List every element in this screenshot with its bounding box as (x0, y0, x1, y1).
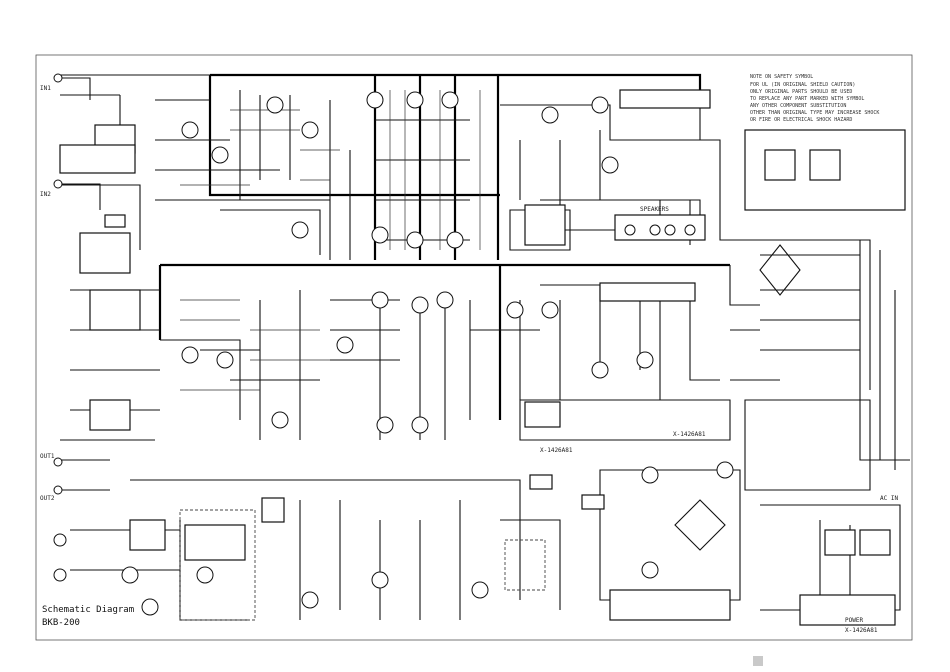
board-label: X-1426A81 (673, 431, 706, 438)
safety-note-line: ANY OTHER COMPONENT SUBSTITUTION (750, 103, 846, 109)
power-label: POWER (845, 617, 863, 624)
schematic-title: Schematic Diagram (42, 605, 134, 615)
safety-note-line: FOR UL (IN ORIGINAL SHIELD CAUTION) (750, 82, 855, 88)
input-section (53, 73, 136, 274)
channel-b-circuit (60, 263, 780, 441)
model-label: BKB-200 (42, 618, 80, 628)
output-2-label: OUT2 (40, 495, 55, 502)
safety-note-header: NOTE ON SAFETY SYMBOL (750, 74, 813, 80)
power-supply (599, 129, 910, 626)
ac-in-label: AC IN (880, 495, 898, 502)
channel-a-circuit (60, 73, 760, 260)
safety-note-line: ONLY ORIGINAL PARTS SHOULD BE USED (750, 89, 852, 95)
speakers-label: SPEAKERS (640, 206, 669, 213)
input-1-label: IN1 (40, 85, 51, 92)
safety-note-line: TO REPLACE ANY PART MARKED WITH SYMBOL (750, 96, 864, 102)
safety-note-line: OR FIRE OR ELECTRICAL SHOCK HAZARD (750, 117, 852, 123)
output-1-label: OUT1 (40, 453, 55, 460)
safety-note-line: OTHER THAN ORIGINAL TYPE MAY INCREASE SH… (750, 110, 879, 116)
schematic-frame (35, 54, 913, 641)
input-2-label: IN2 (40, 191, 51, 198)
page-marker (753, 656, 763, 666)
control-section (53, 457, 605, 621)
board-label: X-1426A81 (845, 627, 878, 634)
board-label: X-1426A81 (540, 447, 573, 454)
